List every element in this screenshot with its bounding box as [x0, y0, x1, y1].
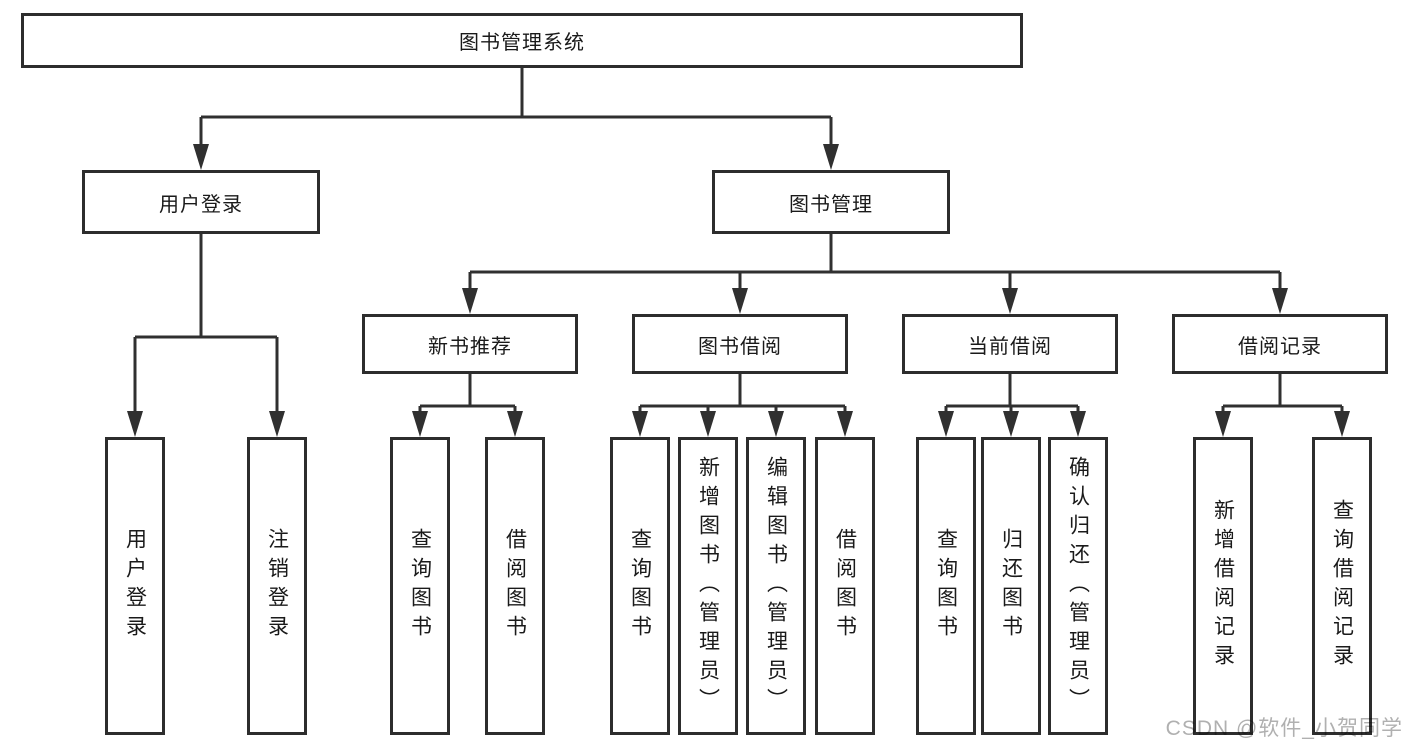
- leaf-nb-query-books-label: 查询图书: [408, 528, 432, 644]
- node-current-borrow-label: 当前借阅: [968, 335, 1052, 358]
- node-user-login-label: 用户登录: [159, 193, 243, 216]
- leaf-cb-query-books-label: 查询图书: [934, 528, 958, 644]
- leaf-logout-login-label: 注销登录: [265, 528, 289, 644]
- leaf-br-query-record: 查询借阅记录: [1312, 437, 1372, 735]
- leaf-cb-return-books-label: 归还图书: [999, 528, 1023, 644]
- leaf-bb-query-books-label: 查询图书: [628, 528, 652, 644]
- node-new-book-recommend: 新书推荐: [362, 314, 578, 374]
- leaf-logout-login: 注销登录: [247, 437, 307, 735]
- leaf-user-login: 用户登录: [105, 437, 165, 735]
- csdn-watermark: CSDN @软件_小贺同学: [1165, 717, 1403, 740]
- leaf-nb-query-books: 查询图书: [390, 437, 450, 735]
- leaf-cb-confirm-return-admin: 确认归还（管理员）: [1048, 437, 1108, 735]
- leaf-user-login-label: 用户登录: [123, 528, 147, 644]
- leaf-nb-borrow-books: 借阅图书: [485, 437, 545, 735]
- node-book-borrow: 图书借阅: [632, 314, 848, 374]
- node-root: 图书管理系统: [21, 13, 1023, 68]
- leaf-br-add-record: 新增借阅记录: [1193, 437, 1253, 735]
- leaf-cb-confirm-return-admin-label: 确认归还（管理员）: [1066, 455, 1090, 717]
- leaf-bb-add-books-admin: 新增图书（管理员）: [678, 437, 738, 735]
- node-user-login: 用户登录: [82, 170, 320, 234]
- leaf-bb-edit-books-admin-label: 编辑图书（管理员）: [764, 455, 788, 717]
- node-borrow-records-label: 借阅记录: [1238, 335, 1322, 358]
- leaf-bb-add-books-admin-label: 新增图书（管理员）: [696, 455, 720, 717]
- leaf-bb-borrow-books: 借阅图书: [815, 437, 875, 735]
- node-current-borrow: 当前借阅: [902, 314, 1118, 374]
- leaf-br-add-record-label: 新增借阅记录: [1211, 499, 1235, 673]
- node-book-management-label: 图书管理: [789, 193, 873, 216]
- leaf-cb-return-books: 归还图书: [981, 437, 1041, 735]
- node-book-borrow-label: 图书借阅: [698, 335, 782, 358]
- leaf-br-query-record-label: 查询借阅记录: [1330, 499, 1354, 673]
- leaf-nb-borrow-books-label: 借阅图书: [503, 528, 527, 644]
- leaf-bb-borrow-books-label: 借阅图书: [833, 528, 857, 644]
- leaf-cb-query-books: 查询图书: [916, 437, 976, 735]
- node-new-book-recommend-label: 新书推荐: [428, 335, 512, 358]
- leaf-bb-query-books: 查询图书: [610, 437, 670, 735]
- node-borrow-records: 借阅记录: [1172, 314, 1388, 374]
- leaf-bb-edit-books-admin: 编辑图书（管理员）: [746, 437, 806, 735]
- node-book-management: 图书管理: [712, 170, 950, 234]
- node-root-label: 图书管理系统: [459, 32, 585, 54]
